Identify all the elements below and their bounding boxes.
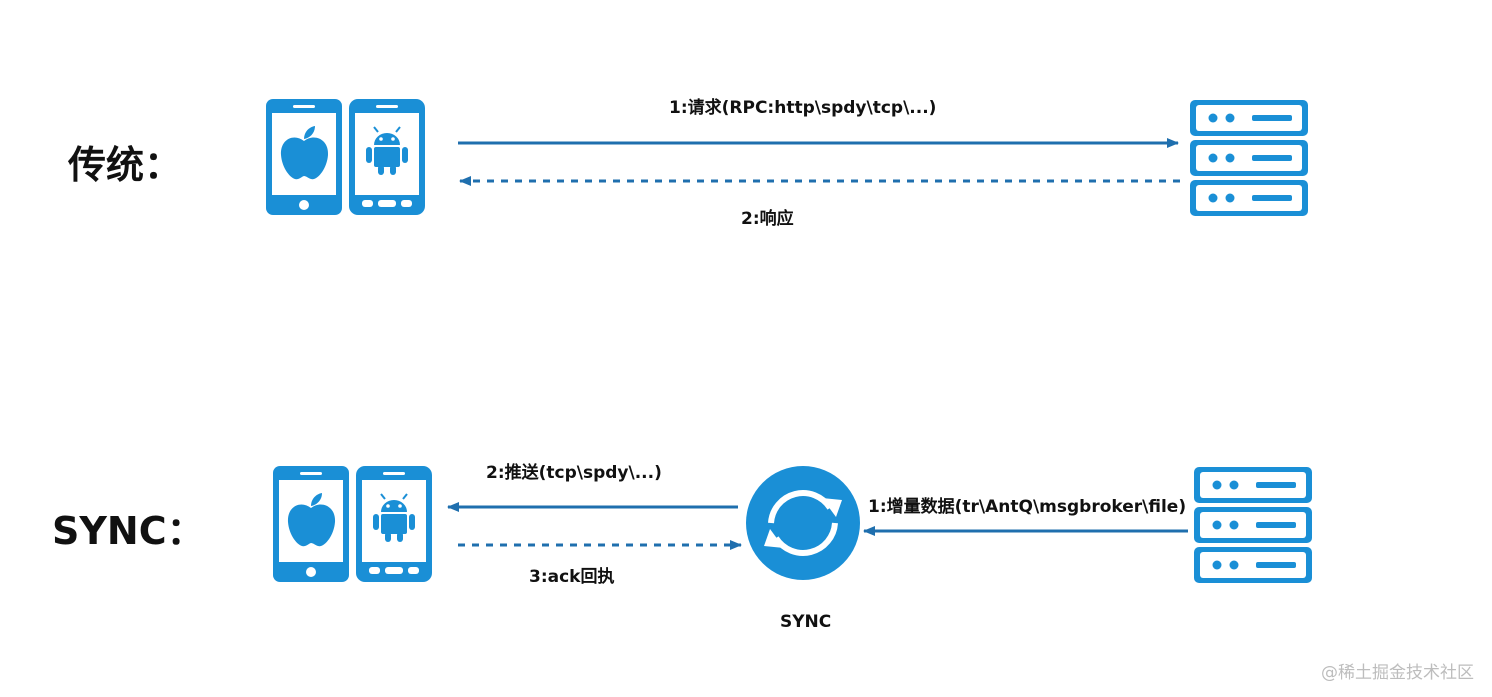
apple-phone-icon: [273, 466, 349, 582]
android-phone-icon: [355, 465, 433, 583]
response-label: 2:响应: [741, 208, 794, 229]
sync-hub-label: SYNC: [780, 612, 831, 632]
apple-phone-icon: [266, 99, 342, 215]
traditional-row-label: 传统：: [68, 143, 183, 187]
sync-row-label: SYNC：: [52, 509, 205, 553]
server-icon: [1190, 100, 1308, 216]
server-icon: [1194, 467, 1312, 583]
android-phone-icon: [348, 98, 426, 216]
sync-icon: [746, 466, 860, 580]
request-label: 1:请求(RPC:http\spdy\tcp\...): [669, 97, 936, 118]
incremental-data-label: 1:增量数据(tr\AntQ\msgbroker\file): [868, 496, 1186, 517]
watermark: @稀土掘金技术社区: [1321, 663, 1474, 683]
ack-label: 3:ack回执: [529, 566, 614, 587]
push-label: 2:推送(tcp\spdy\...): [486, 462, 662, 483]
